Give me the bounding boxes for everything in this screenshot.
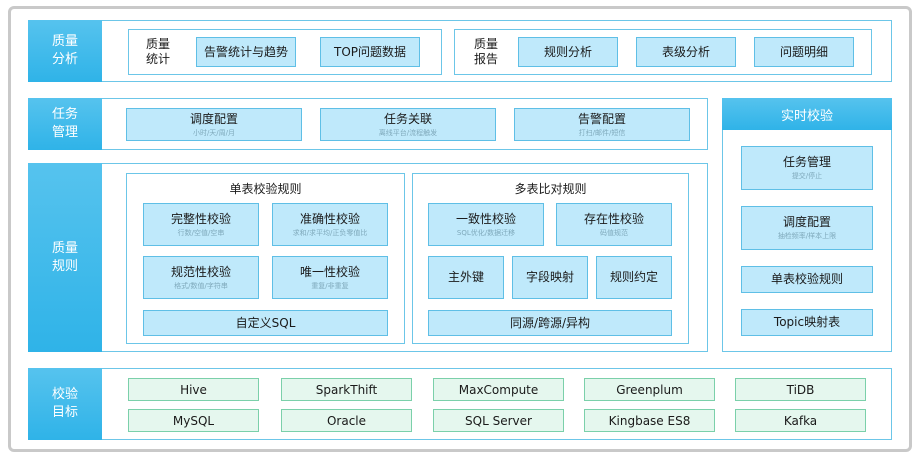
realtime-item-topic-mapping[interactable]: Topic映射表 [741,309,873,336]
single-table-rules-title: 单表校验规则 [229,182,302,196]
rule-accuracy[interactable]: 准确性校验求和/求平均/正负零值比 [272,203,388,246]
rule-custom-sql[interactable]: 自定义SQL [143,310,388,336]
task-item-alert-config[interactable]: 告警配置打扫/邮件/短信 [514,108,690,141]
realtime-title: 实时校验 [722,98,892,130]
rule-normativity[interactable]: 规范性校验格式/数值/字符串 [143,256,259,299]
realtime-item-single-rule[interactable]: 单表校验规则 [741,266,873,293]
target-kafka[interactable]: Kafka [735,409,866,432]
realtime-item-task-management[interactable]: 任务管理提交/停止 [741,146,873,190]
target-tidb[interactable]: TiDB [735,378,866,401]
rule-foreign-key[interactable]: 主外键 [428,256,504,299]
target-sparkthift[interactable]: SparkThift [281,378,412,401]
report-item-issue-detail[interactable]: 问题明细 [754,37,854,67]
target-hive[interactable]: Hive [128,378,259,401]
task-management-label: 任务管理 [28,98,102,150]
targets-label: 校验目标 [28,368,102,440]
rule-uniqueness[interactable]: 唯一性校验重复/非重复 [272,256,388,299]
target-greenplum[interactable]: Greenplum [584,378,715,401]
quality-rules-label: 质量规则 [28,163,102,352]
rule-completeness[interactable]: 完整性校验行数/空值/空串 [143,203,259,246]
target-mysql[interactable]: MySQL [128,409,259,432]
quality-report-label: 质量报告 [473,37,498,66]
rule-existence[interactable]: 存在性校验码值规范 [556,203,672,246]
rule-field-mapping[interactable]: 字段映射 [512,256,588,299]
target-maxcompute[interactable]: MaxCompute [433,378,564,401]
rule-cross-source[interactable]: 同源/跨源/异构 [428,310,672,336]
target-sql-server[interactable]: SQL Server [433,409,564,432]
realtime-item-schedule[interactable]: 调度配置抽检频率/样本上限 [741,206,873,250]
stats-item-alert-trend[interactable]: 告警统计与趋势 [196,37,296,67]
quality-stats-label: 质量统计 [145,37,170,66]
quality-analysis-label: 质量分析 [28,20,102,82]
target-oracle[interactable]: Oracle [281,409,412,432]
target-kingbase[interactable]: Kingbase ES8 [584,409,715,432]
task-item-association[interactable]: 任务关联离线平台/流程触发 [320,108,496,141]
rule-convention[interactable]: 规则约定 [596,256,672,299]
multi-table-rules-title: 多表比对规则 [514,182,587,196]
report-item-table-analysis[interactable]: 表级分析 [636,37,736,67]
report-item-rule-analysis[interactable]: 规则分析 [518,37,618,67]
stats-item-top-issues[interactable]: TOP问题数据 [320,37,420,67]
task-item-schedule[interactable]: 调度配置小时/天/周/月 [126,108,302,141]
